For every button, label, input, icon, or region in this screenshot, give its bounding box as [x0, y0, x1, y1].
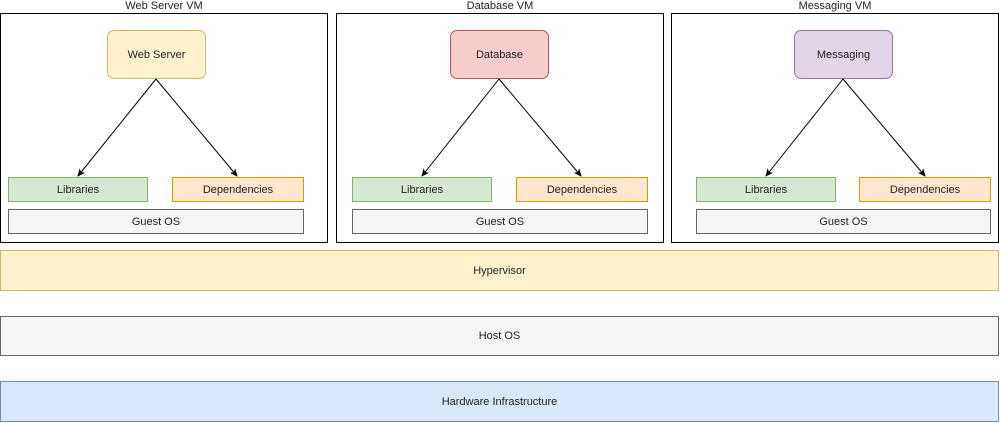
- vm-title-messaging: Messaging VM: [798, 0, 872, 12]
- libraries-box: Libraries: [8, 177, 148, 202]
- hypervisor-layer: Hypervisor: [0, 250, 999, 291]
- host-os-layer: Host OS: [0, 316, 999, 356]
- vm-title-web-server: Web Server VM: [125, 0, 203, 12]
- vm-title-database: Database VM: [466, 0, 534, 12]
- arrow-to-libraries: [421, 78, 500, 177]
- arrow-to-libraries: [77, 78, 157, 177]
- arrow-to-libraries: [765, 78, 844, 177]
- guest-os-box: Guest OS: [696, 209, 991, 234]
- app-node-database: Database: [450, 30, 549, 79]
- dependencies-box: Dependencies: [516, 177, 648, 202]
- libraries-box: Libraries: [352, 177, 492, 202]
- arrow-to-dependencies: [155, 78, 238, 177]
- app-node-web-server: Web Server: [107, 30, 206, 79]
- dependencies-box: Dependencies: [859, 177, 991, 202]
- arrow-to-dependencies: [842, 78, 926, 177]
- dependencies-box: Dependencies: [172, 177, 304, 202]
- arrow-to-dependencies: [498, 78, 582, 177]
- guest-os-box: Guest OS: [8, 209, 304, 234]
- vm-frame-web-server: [0, 13, 328, 243]
- guest-os-box: Guest OS: [352, 209, 648, 234]
- app-node-messaging: Messaging: [794, 30, 893, 79]
- libraries-box: Libraries: [696, 177, 836, 202]
- hardware-infrastructure-layer: Hardware Infrastructure: [0, 381, 999, 422]
